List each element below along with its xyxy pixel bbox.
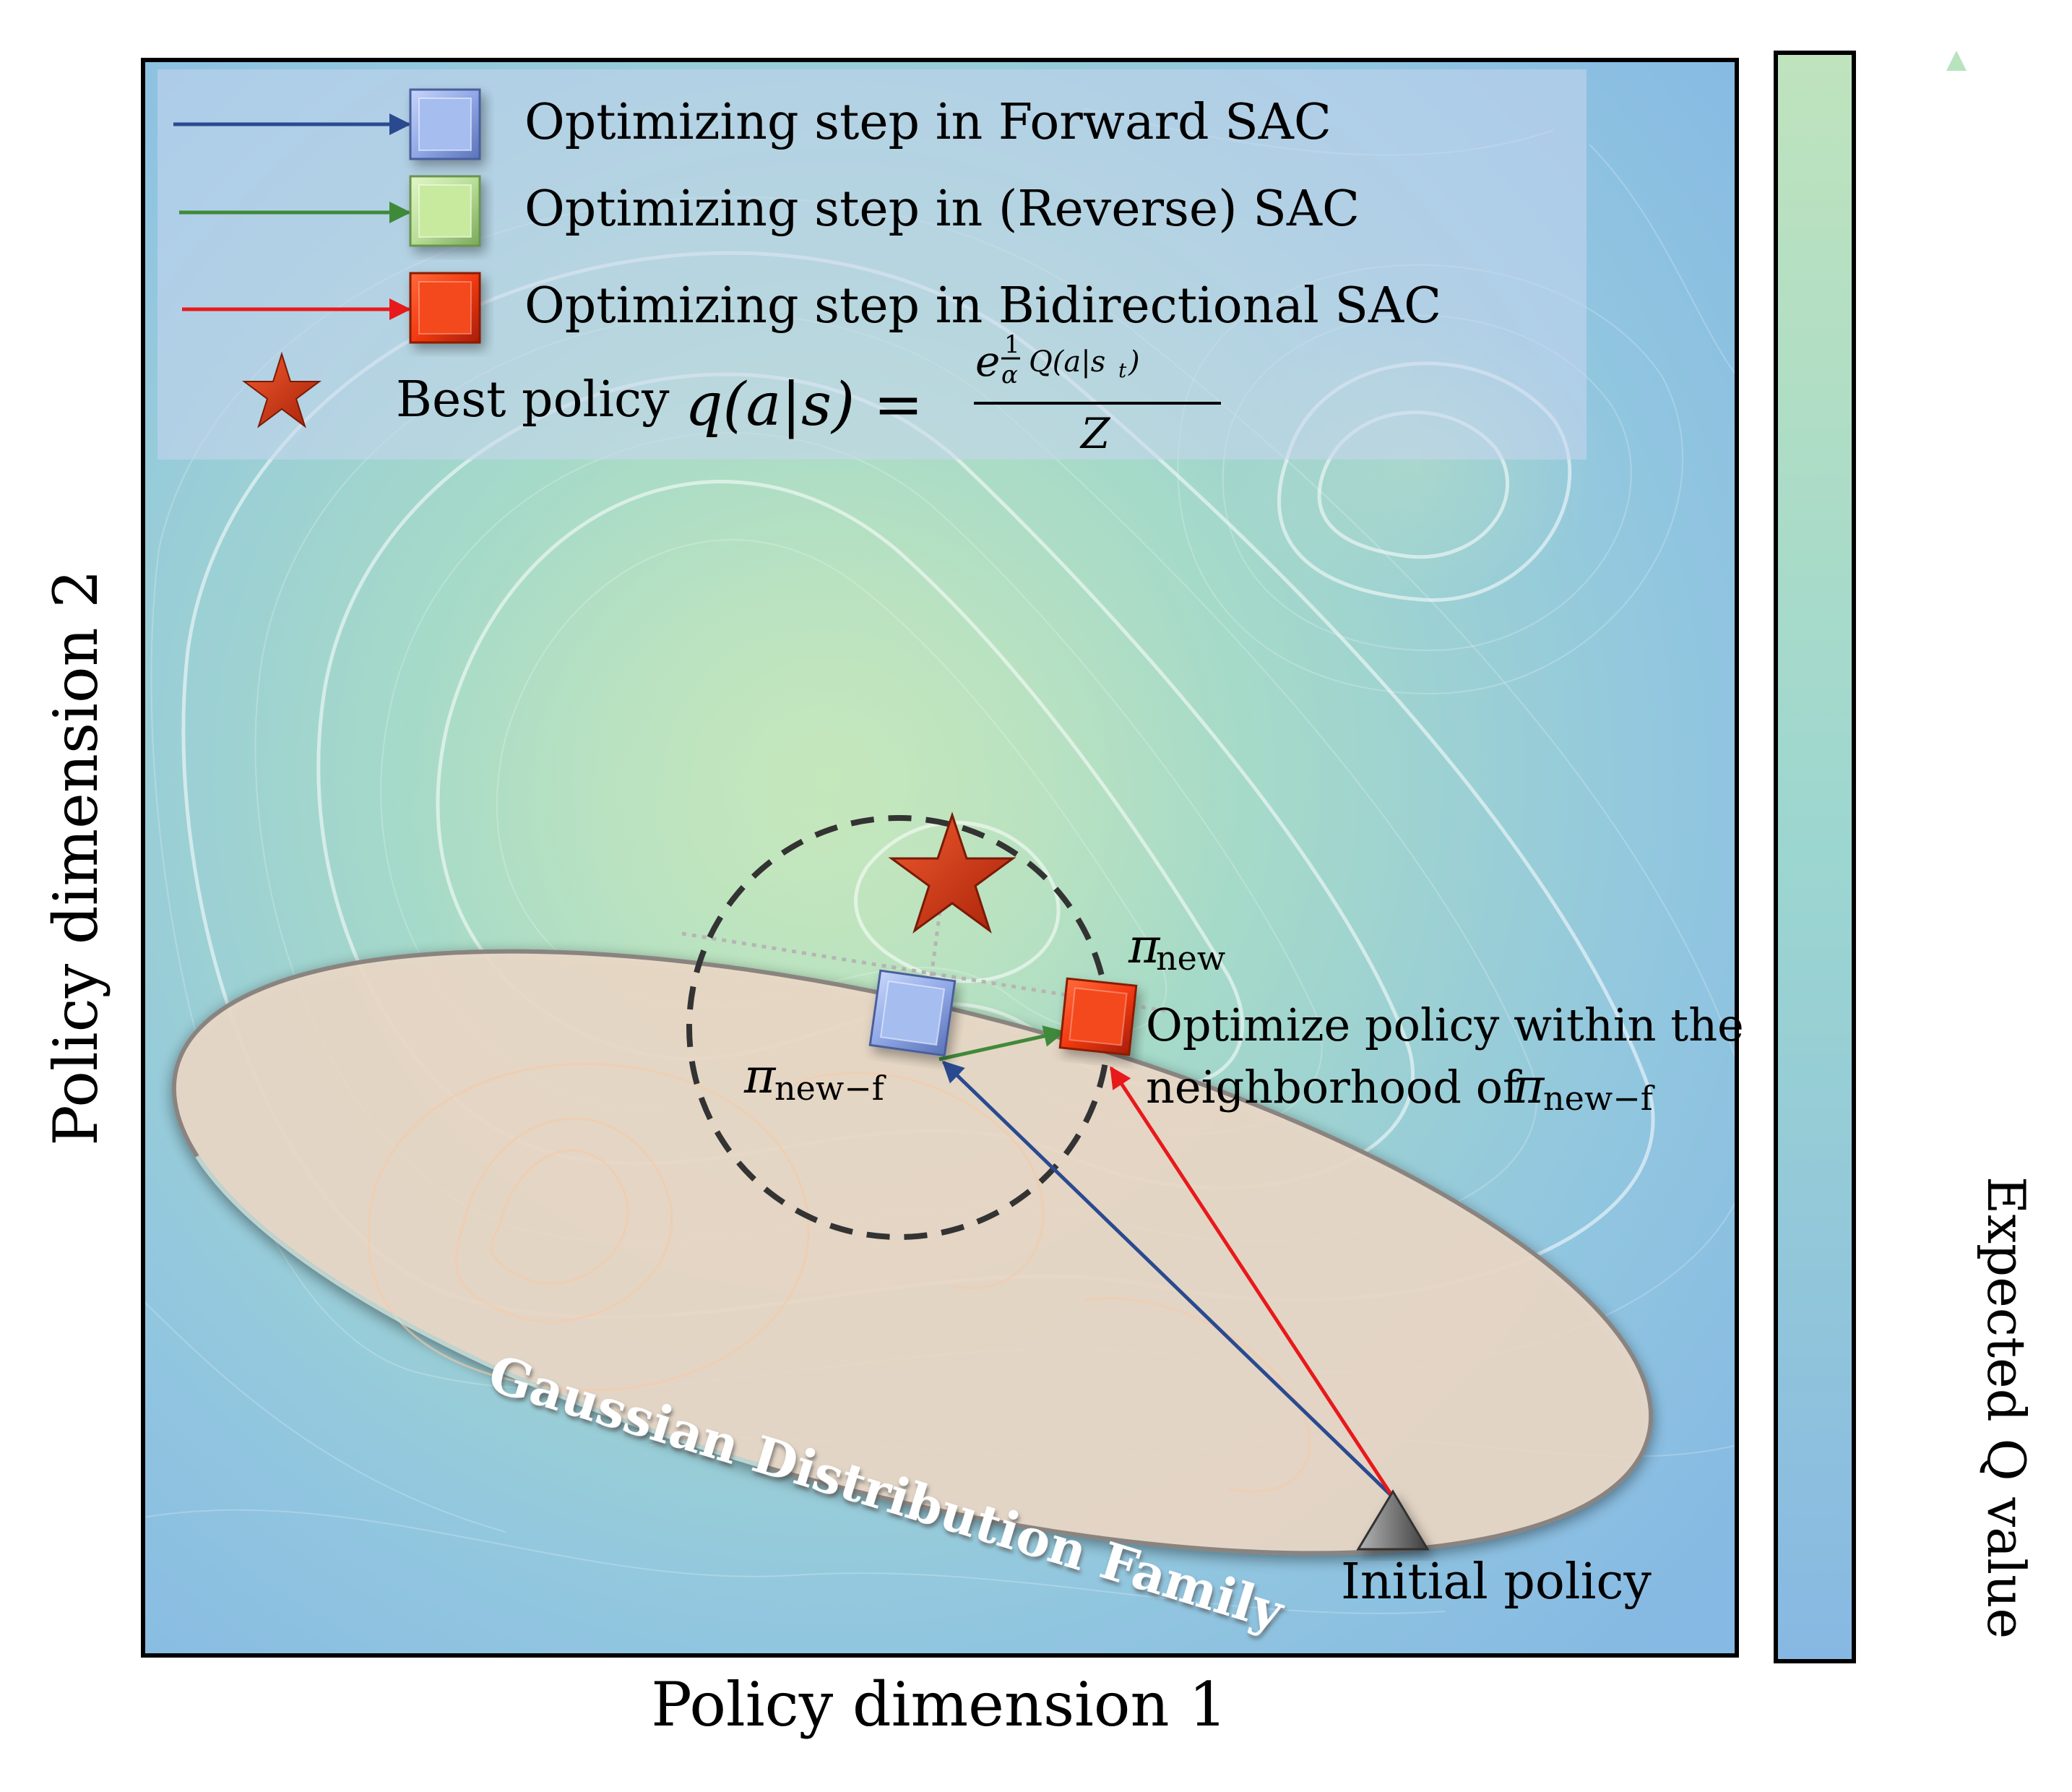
svg-text:new−f: new−f [1543, 1079, 1655, 1118]
svg-text:1: 1 [1004, 330, 1020, 359]
x-axis-label: Policy dimension 1 [651, 1669, 1227, 1740]
pi-new-f-square-icon [868, 969, 957, 1057]
bidirectional-step-arrow [1109, 1066, 1395, 1499]
svg-text:π: π [1512, 1059, 1545, 1114]
legend-best-policy-label: Best policy [396, 371, 670, 428]
initial-policy-label: Initial policy [1341, 1554, 1652, 1611]
svg-text:): ) [1128, 345, 1140, 379]
y-axis-label: Policy dimension 2 [40, 569, 111, 1146]
svg-text:e: e [975, 337, 1000, 386]
colorbar-label: Expected Q value [1976, 1176, 2037, 1639]
svg-text:q(a|s) =: q(a|s) = [685, 371, 923, 439]
colorbar-arrowhead-icon [1946, 51, 1967, 71]
optimize-policy-line2-group: neighborhood of π new−f [1146, 1059, 1655, 1118]
colorbar [1774, 51, 1856, 1663]
optimize-policy-line1: Optimize policy within the [1146, 999, 1744, 1051]
legend-reverse-label: Optimizing step in (Reverse) SAC [525, 181, 1360, 238]
svg-text:Q(a|s: Q(a|s [1029, 345, 1105, 379]
svg-text:π: π [743, 1048, 777, 1104]
pi-new-label: π new [1128, 918, 1225, 978]
svg-text:new−f: new−f [774, 1069, 886, 1108]
legend-forward-label: Optimizing step in Forward SAC [525, 94, 1331, 151]
svg-text:Z: Z [1079, 409, 1111, 458]
forward-step-arrow [941, 1060, 1394, 1499]
svg-text:π: π [1128, 918, 1161, 974]
gaussian-ellipse [171, 949, 1654, 1556]
best-policy-star-icon [888, 811, 1016, 934]
plot-frame [141, 58, 1739, 1658]
best-policy-formula: q(a|s) = e 1 α Q(a|s t ) Z [685, 330, 1221, 458]
ellipse-inner-contours [367, 1063, 1311, 1493]
legend-star-icon [242, 351, 321, 428]
svg-text:new: new [1156, 939, 1225, 978]
pi-new-square-icon [1058, 977, 1138, 1056]
legend-red-square-icon [409, 272, 481, 344]
svg-text:t: t [1118, 358, 1127, 382]
legend-bidirectional-label: Optimizing step in Bidirectional SAC [525, 277, 1441, 335]
legend-blue-square-icon [409, 88, 481, 160]
legend-green-square-icon [409, 175, 481, 247]
optimize-policy-line2: neighborhood of [1146, 1061, 1522, 1113]
pi-new-f-label: π new−f [743, 1048, 886, 1108]
svg-text:α: α [1001, 361, 1018, 389]
reverse-step-arrow [938, 1025, 1066, 1061]
initial-policy-triangle-icon [1356, 1489, 1430, 1551]
